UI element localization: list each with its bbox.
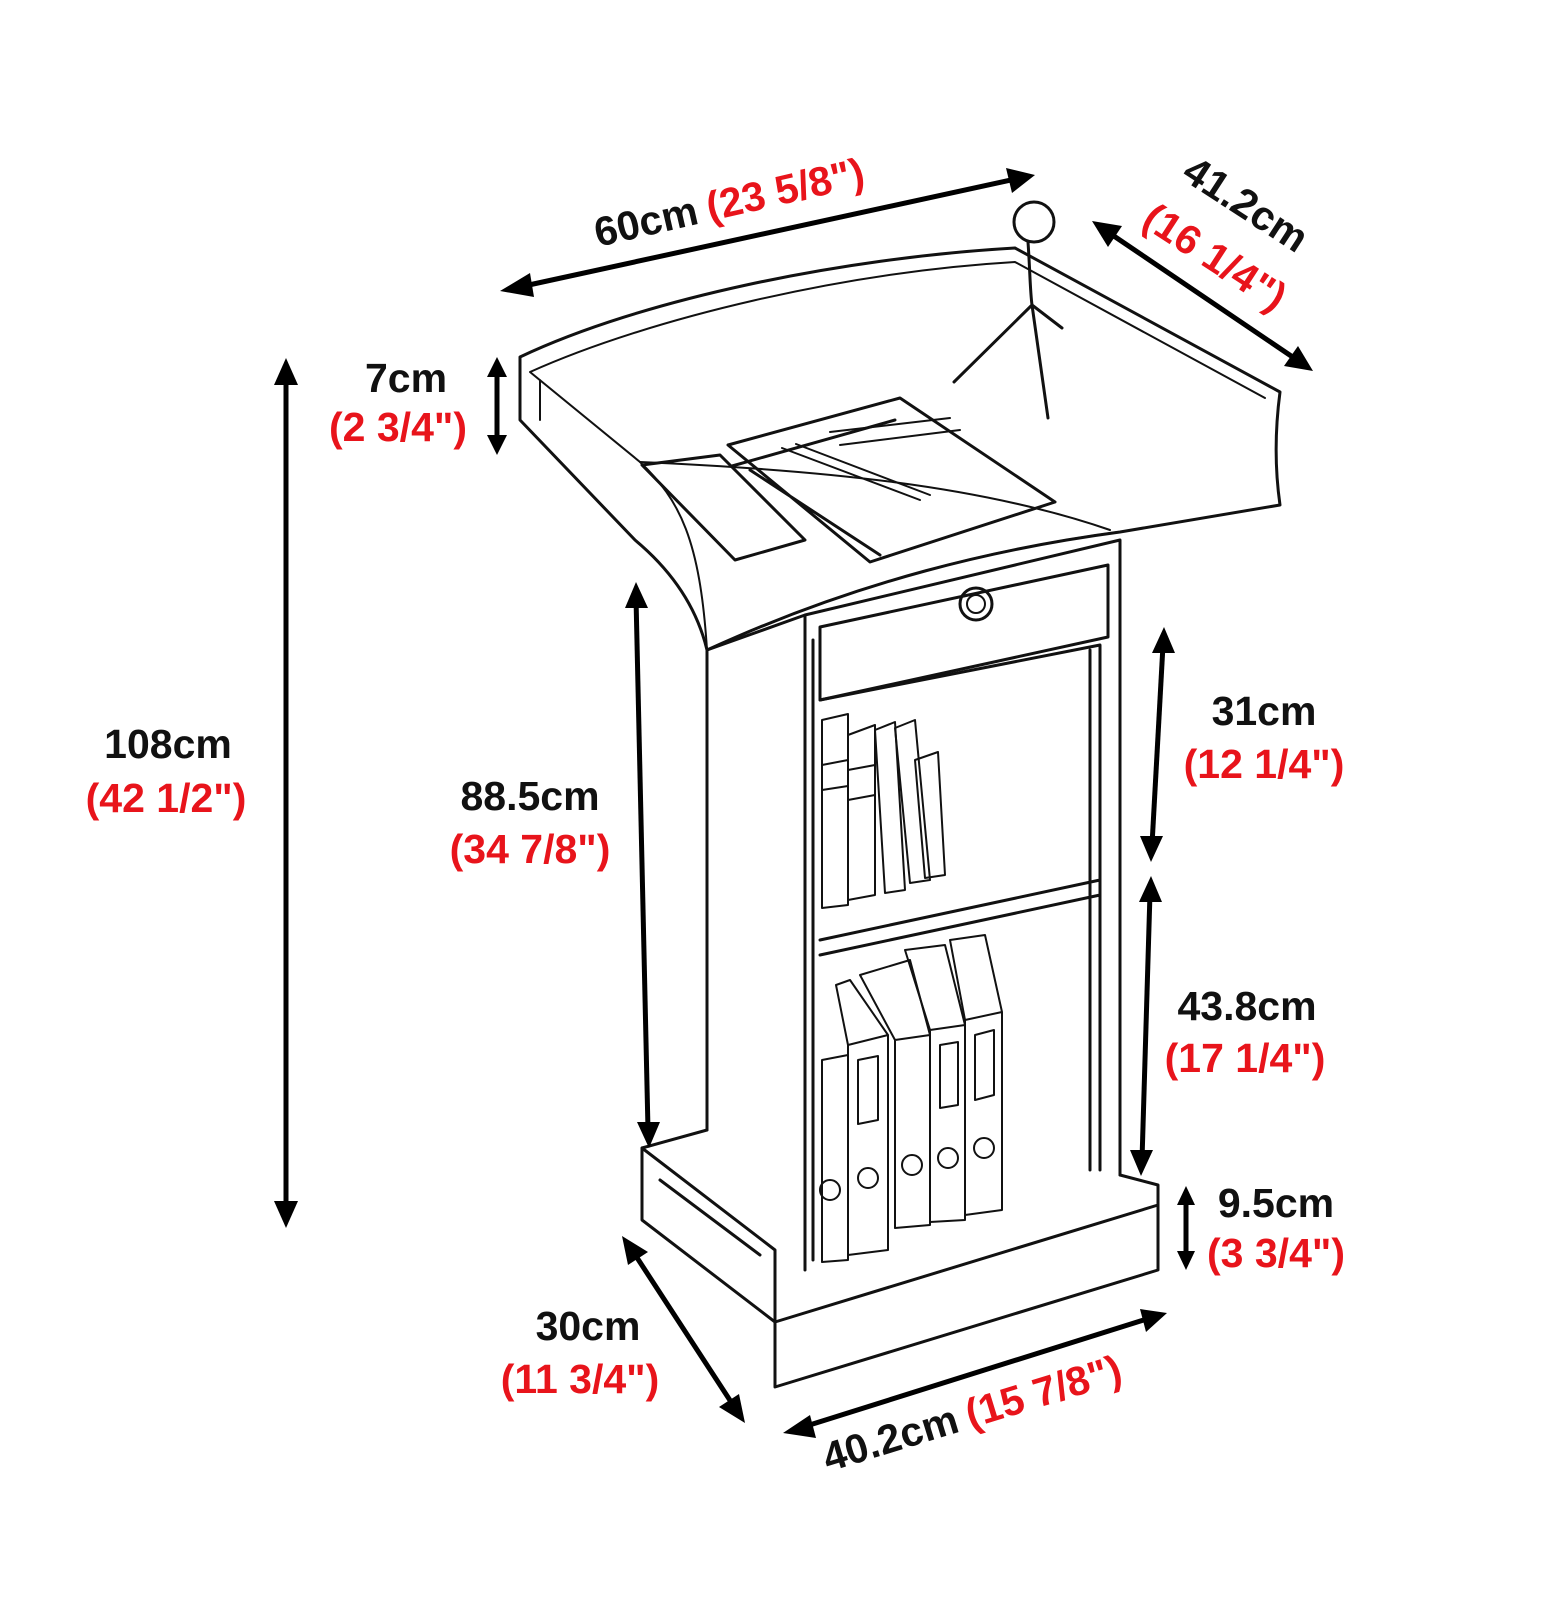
podium-drawing xyxy=(518,200,1282,1389)
total-height-imperial: (42 1/2") xyxy=(86,775,247,821)
upper-shelf-metric: 31cm xyxy=(1212,688,1317,734)
total-height-metric: 108cm xyxy=(104,721,232,767)
microphone-icon xyxy=(952,200,1064,420)
body-height-metric: 88.5cm xyxy=(460,773,599,819)
podium-top-inner-rim xyxy=(529,261,1266,651)
podium-top-front-edge xyxy=(639,461,1111,531)
upper-shelf-imperial: (12 1/4") xyxy=(1184,741,1345,787)
dimension-arrows xyxy=(274,168,1313,1438)
base-width-label: 40.2cm(15 7/8") xyxy=(817,1346,1127,1481)
rim-height-imperial: (2 3/4") xyxy=(329,404,467,450)
podium-body xyxy=(705,538,1122,1272)
podium-top-tray xyxy=(518,246,1282,652)
lower-shelf-imperial: (17 1/4") xyxy=(1165,1035,1326,1081)
podium-base xyxy=(640,1128,1160,1389)
drawer-knob-icon xyxy=(958,586,994,622)
lower-shelf-metric: 43.8cm xyxy=(1177,983,1316,1029)
body-height-imperial: (34 7/8") xyxy=(450,826,611,872)
lower-shelf-binders xyxy=(819,934,1003,1263)
podium-notepad xyxy=(640,453,807,562)
dimension-labels: 60cm(23 5/8") 41.2cm (16 1/4") 7cm (2 3/… xyxy=(86,147,1345,1481)
base-depth-imperial: (11 3/4") xyxy=(501,1356,659,1402)
rim-height-metric: 7cm xyxy=(365,355,447,401)
upper-shelf-books xyxy=(821,713,946,909)
base-height-imperial: (3 3/4") xyxy=(1207,1230,1345,1276)
podium-shelf-frame xyxy=(818,643,1102,1172)
base-height-metric: 9.5cm xyxy=(1218,1180,1334,1226)
podium-drawer xyxy=(818,563,1110,702)
base-depth-metric: 30cm xyxy=(536,1303,641,1349)
